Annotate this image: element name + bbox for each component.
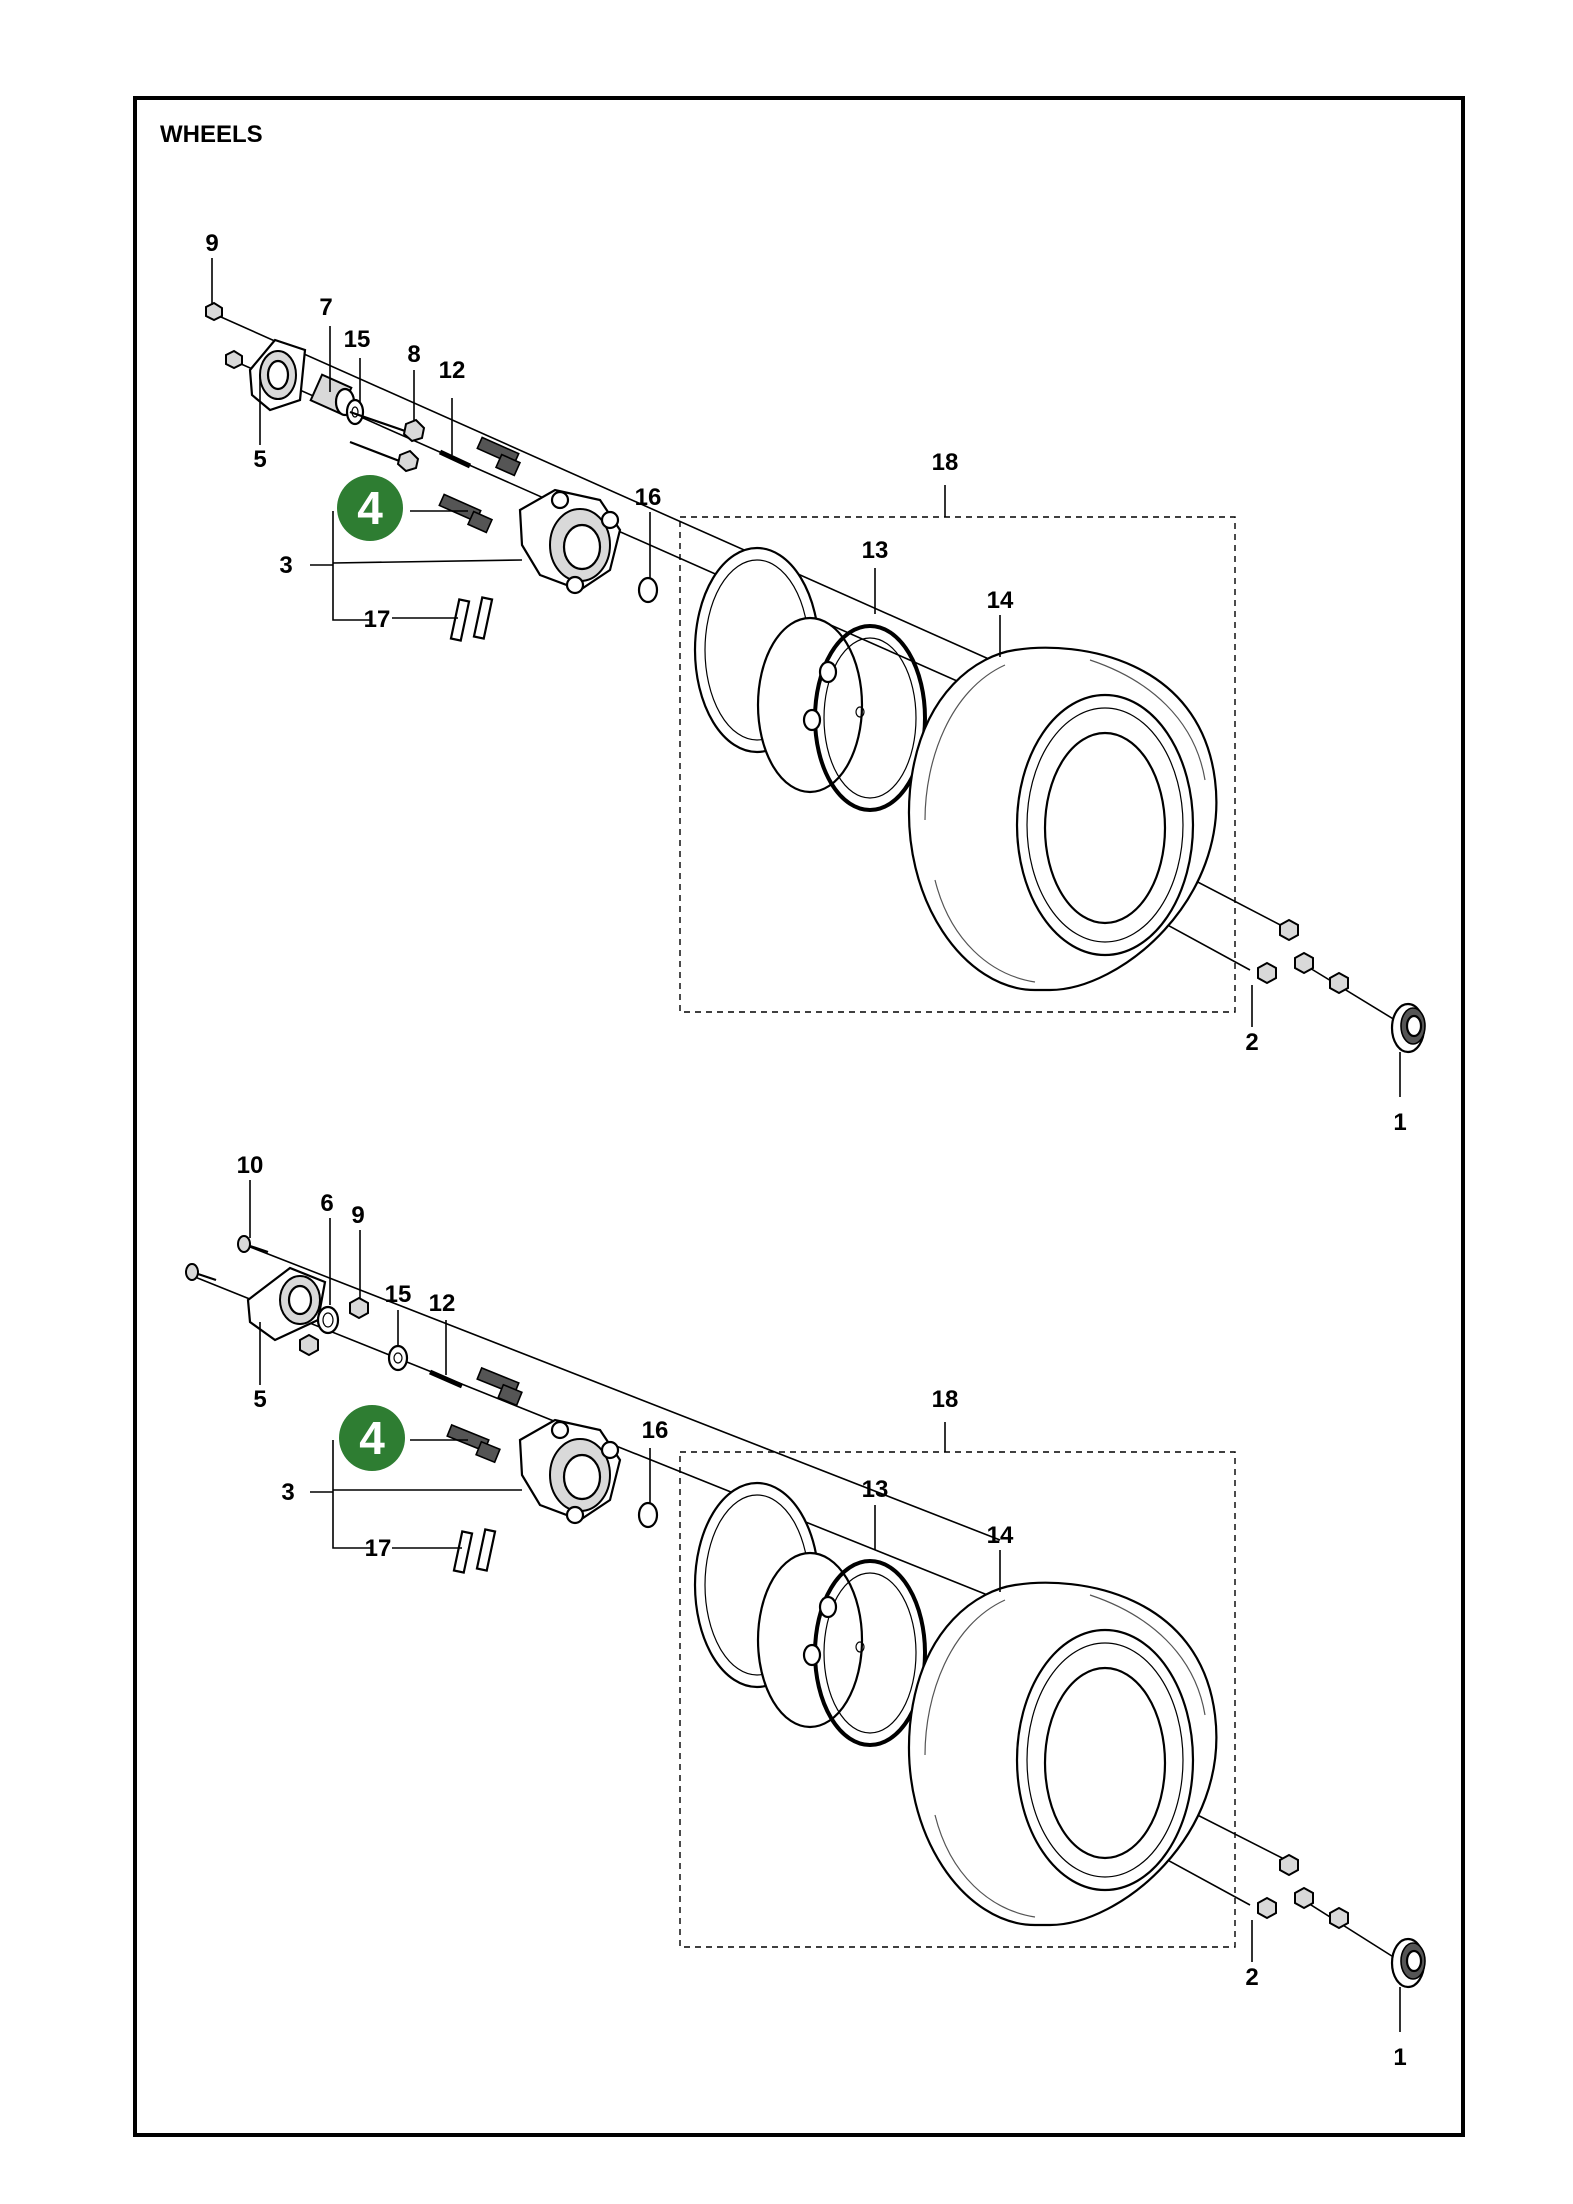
axis-line [1299, 1897, 1396, 1959]
callout-9: 9 [205, 230, 218, 257]
callout-17: 17 [365, 1535, 392, 1562]
wheel-assembly-box [679, 1451, 1236, 1948]
lug-nut [1279, 1853, 1299, 1877]
callout-18: 18 [932, 1386, 959, 1413]
hub-cap [1390, 1002, 1426, 1054]
pin [438, 449, 472, 469]
wheel-hub [518, 1418, 622, 1525]
diagram-frame [133, 96, 1465, 2137]
callout-5: 5 [253, 446, 266, 473]
nut [205, 301, 223, 322]
callout-14: 14 [987, 1522, 1014, 1549]
callout-4: 4 [357, 482, 383, 534]
axis-line [1299, 961, 1396, 1021]
callout-12: 12 [439, 357, 466, 384]
nut [349, 1296, 369, 1320]
snap-ring [637, 1501, 659, 1529]
callout-16: 16 [635, 484, 662, 511]
callout-2: 2 [1245, 1964, 1258, 1991]
spacer [309, 373, 356, 417]
callout-5: 5 [253, 1386, 266, 1413]
spacer [316, 1305, 340, 1335]
hub-bolt [452, 1528, 497, 1574]
nut [1329, 971, 1349, 995]
callout-2: 2 [1245, 1029, 1258, 1056]
wheel-hub [518, 488, 622, 595]
callout-3: 3 [281, 1479, 294, 1506]
tire [907, 646, 1218, 992]
callout-14: 14 [987, 587, 1014, 614]
callout-4: 4 [359, 1412, 385, 1464]
wheel-stud [446, 1423, 501, 1464]
callout-1: 1 [1393, 1109, 1406, 1136]
callout-6: 6 [320, 1190, 333, 1217]
wheel-stud [476, 436, 522, 477]
wheel-assembly-box [679, 516, 1236, 1013]
upper-wheel-assembly: 9 7 15 8 12 5 18 4 16 3 13 17 14 2 1 [205, 230, 1426, 1136]
nut [1294, 951, 1314, 975]
bolt [237, 1235, 269, 1254]
flange-bearing [248, 338, 307, 412]
callout-17: 17 [364, 606, 391, 633]
lower-wheel-assembly: 10 6 9 15 12 5 18 4 16 3 13 17 14 2 1 [185, 1152, 1426, 2071]
callout-18: 18 [932, 449, 959, 476]
nut [1294, 1886, 1314, 1910]
bolt [349, 410, 426, 443]
callout-13: 13 [862, 537, 889, 564]
washer [387, 1344, 409, 1372]
callout-3: 3 [279, 552, 292, 579]
lug-nut [1257, 961, 1277, 985]
axis-line [211, 312, 1001, 665]
callout-15: 15 [385, 1281, 412, 1308]
axis-line [244, 1244, 1001, 1541]
snap-ring [637, 576, 659, 604]
callout-4-highlight [339, 1405, 405, 1471]
wheel-stud [438, 493, 494, 534]
rim [693, 1481, 927, 1747]
hub-bolt [449, 596, 494, 642]
wheel-stud [476, 1366, 523, 1407]
callout-1: 1 [1393, 2044, 1406, 2071]
bolt [349, 440, 420, 473]
page-title: WHEELS [160, 121, 263, 148]
callout-8: 8 [407, 341, 420, 368]
callout-16: 16 [642, 1417, 669, 1444]
lug-nut [1279, 918, 1299, 942]
nut [299, 1333, 319, 1357]
rim [693, 546, 927, 812]
callout-10: 10 [237, 1152, 264, 1179]
callout-4-highlight [337, 475, 403, 541]
callout-9: 9 [351, 1202, 364, 1229]
tire [907, 1581, 1218, 1927]
callout-13: 13 [862, 1476, 889, 1503]
bolt [185, 1263, 217, 1282]
callout-7: 7 [319, 294, 332, 321]
hub-cap [1390, 1937, 1426, 1989]
washer [345, 398, 365, 426]
nut [225, 349, 243, 370]
nut [1329, 1906, 1349, 1930]
callout-15: 15 [344, 326, 371, 353]
pin [428, 1369, 464, 1389]
lug-nut [1257, 1896, 1277, 1920]
callout-12: 12 [429, 1290, 456, 1317]
